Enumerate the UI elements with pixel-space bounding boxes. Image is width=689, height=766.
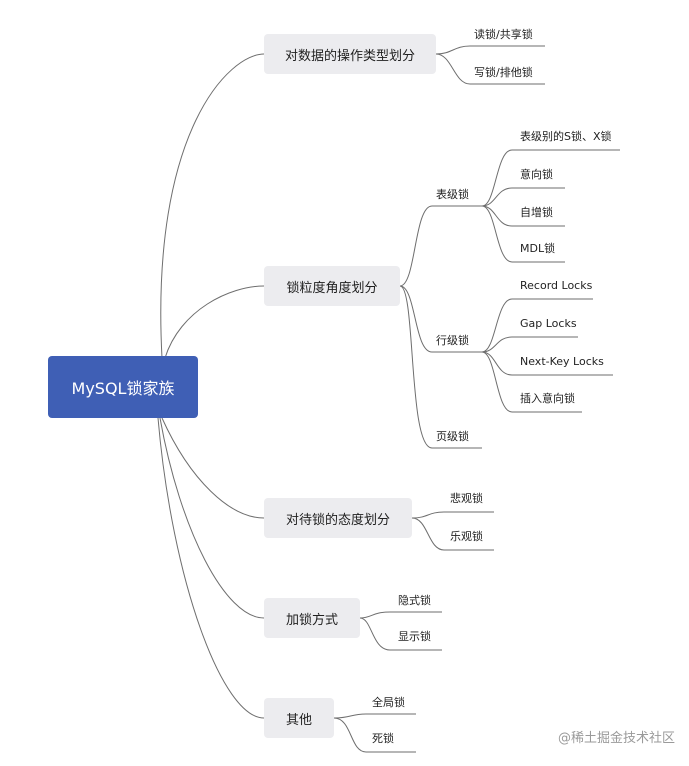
connector-g2-l2 [481, 336, 578, 353]
connector-g2-l4 [481, 351, 582, 413]
leaf-intention-lock[interactable]: 意向锁 [520, 168, 553, 181]
leaf-global-lock[interactable]: 全局锁 [372, 696, 405, 709]
leaf-write-exclusive-lock[interactable]: 写锁/排他锁 [474, 66, 533, 79]
connector-root-branch-5 [157, 417, 265, 719]
connector-g2-l1 [481, 298, 593, 353]
watermark: @稀土掘金技术社区 [557, 731, 675, 746]
leaf-optimistic-lock[interactable]: 乐观锁 [450, 530, 483, 543]
leaf-next-key-locks[interactable]: Next-Key Locks [520, 355, 604, 368]
leaf-insert-intention-lock[interactable]: 插入意向锁 [520, 392, 575, 405]
leaf-explicit-lock[interactable]: 显示锁 [398, 630, 431, 643]
connector-b3-l1 [411, 511, 494, 519]
group-page-level-lock[interactable]: 页级锁 [436, 430, 469, 443]
leaf-pessimistic-lock[interactable]: 悲观锁 [450, 492, 483, 505]
leaf-read-shared-lock[interactable]: 读锁/共享锁 [474, 28, 533, 41]
connector-root-branch-4 [159, 417, 265, 619]
leaf-gap-locks[interactable]: Gap Locks [520, 317, 577, 330]
connector-root-branch-1 [160, 53, 265, 359]
branch-granularity-label: 锁粒度角度划分 [286, 280, 378, 296]
leaf-mdl-lock[interactable]: MDL锁 [520, 242, 556, 255]
connector-b2-g2 [399, 285, 482, 353]
branch-granularity[interactable]: 锁粒度角度划分 [264, 266, 400, 306]
connector-g1-l4 [481, 205, 565, 263]
branch-operation-type[interactable]: 对数据的操作类型划分 [264, 34, 436, 74]
connector-b4-l2 [359, 617, 442, 651]
connector-root-branch-2 [164, 285, 265, 359]
connector-b5-l2 [333, 717, 416, 753]
connector-b5-l1 [333, 713, 416, 719]
connector-b2-g3 [399, 285, 482, 449]
branch-operation-type-label: 对数据的操作类型划分 [284, 48, 415, 64]
branch-attitude[interactable]: 对待锁的态度划分 [264, 498, 412, 538]
connector-g1-l1 [481, 149, 620, 207]
branch-locking-method[interactable]: 加锁方式 [264, 598, 360, 638]
connector-g2-l3 [481, 351, 613, 376]
root-label: MySQL锁家族 [71, 379, 175, 398]
branch-other-label: 其他 [285, 712, 312, 728]
branch-other[interactable]: 其他 [264, 698, 334, 738]
connector-b4-l1 [359, 611, 442, 619]
branch-attitude-label: 对待锁的态度划分 [285, 512, 390, 528]
connector-b2-g1 [399, 205, 482, 287]
leaf-table-s-x-lock[interactable]: 表级别的S锁、X锁 [520, 130, 612, 143]
connector-root-branch-3 [161, 417, 265, 519]
leaf-record-locks[interactable]: Record Locks [520, 279, 593, 292]
leaf-deadlock[interactable]: 死锁 [372, 732, 394, 745]
group-table-level-lock[interactable]: 表级锁 [436, 188, 469, 201]
leaf-implicit-lock[interactable]: 隐式锁 [398, 594, 431, 607]
group-row-level-lock[interactable]: 行级锁 [436, 334, 469, 347]
connector-b1-l1 [435, 45, 545, 55]
connector-b1-l2 [435, 53, 545, 85]
branch-locking-method-label: 加锁方式 [285, 612, 338, 628]
connector-g1-l3 [481, 205, 565, 227]
root-node[interactable]: MySQL锁家族 [48, 356, 198, 418]
connector-g1-l2 [481, 187, 565, 207]
connector-b3-l2 [411, 517, 494, 551]
leaf-auto-inc-lock[interactable]: 自增锁 [520, 206, 553, 219]
